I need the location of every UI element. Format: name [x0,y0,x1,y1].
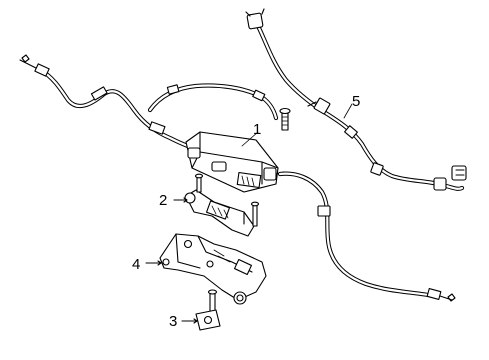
callout-3: 3 [169,313,177,330]
stud-clip [195,289,221,331]
callout-labels: 1 2 3 4 5 [132,93,360,330]
callout-2: 2 [159,192,167,209]
callout-leaders [145,103,353,324]
parking-brake-actuator [185,131,285,193]
upper-cable-loop [147,83,279,121]
callout-1: 1 [253,121,261,138]
callout-4: 4 [132,256,140,273]
mounting-plate [159,233,267,305]
stud-bolt [279,107,291,131]
wiring-harness [245,8,467,191]
left-brake-cable [19,54,203,153]
callout-5: 5 [352,93,360,110]
actuator-bracket [184,173,260,237]
right-brake-cable [277,171,456,302]
